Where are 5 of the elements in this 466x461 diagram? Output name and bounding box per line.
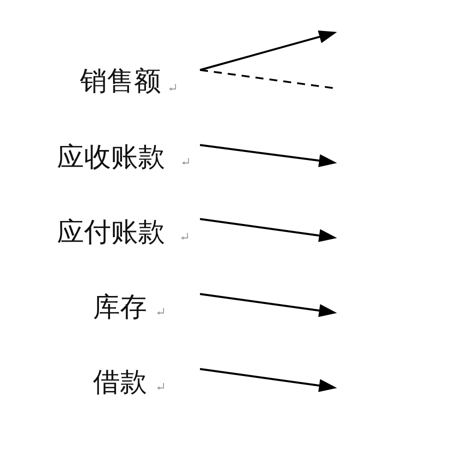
label: 借款 — [93, 368, 147, 398]
label: 库存 — [93, 293, 147, 323]
label: 销售额 — [80, 67, 161, 97]
label: 应收账款 — [57, 143, 165, 173]
label: 应付账款 — [57, 218, 165, 248]
